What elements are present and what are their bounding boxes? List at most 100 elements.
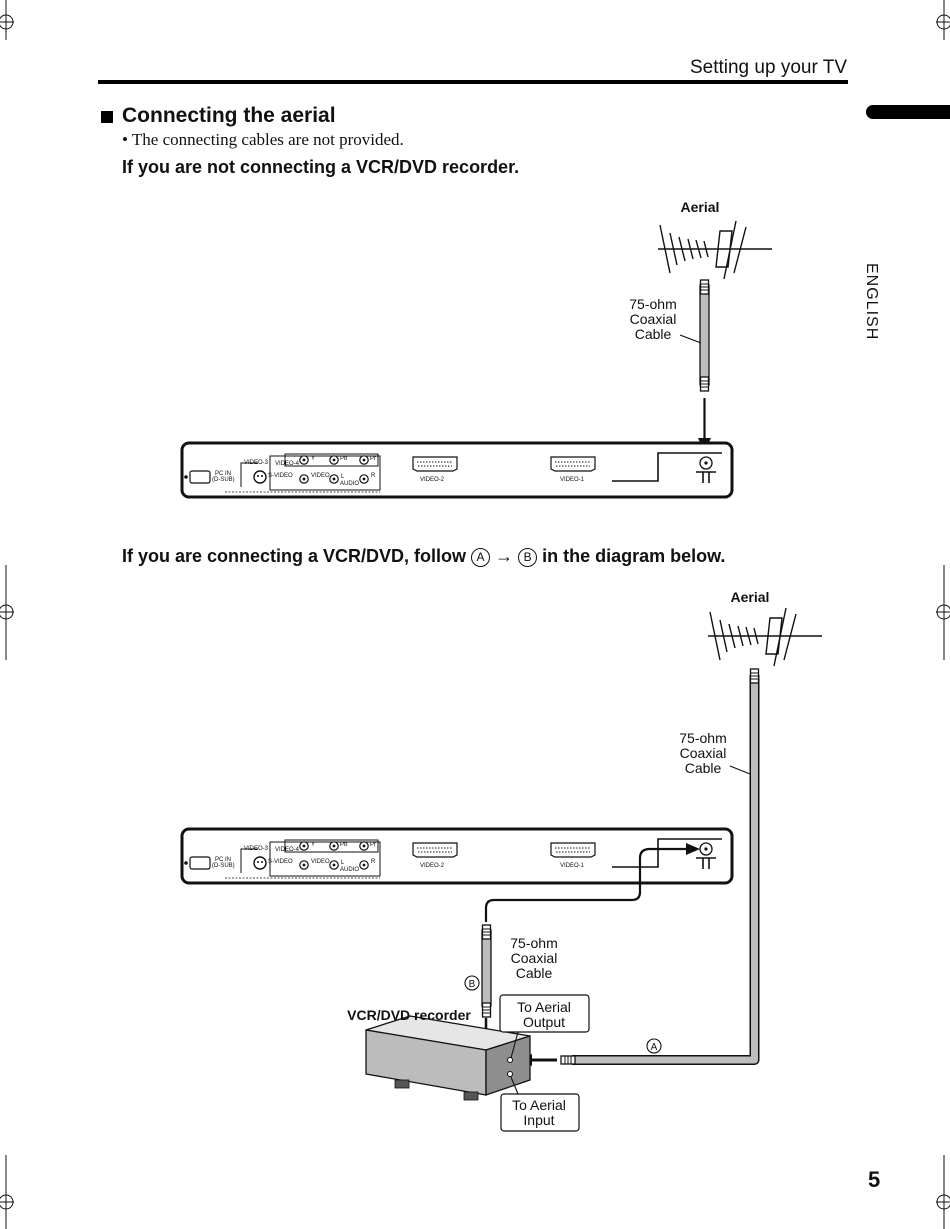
section-bullet	[101, 111, 113, 123]
pc-in-sub-label: (D-SUB)	[212, 477, 235, 483]
video1-scart-port-2	[550, 842, 596, 858]
header-rule	[98, 80, 848, 84]
s-video-port-2	[253, 856, 267, 870]
arrow-to-tv-icon	[686, 843, 700, 855]
cable-a-label-line2: Coaxial	[680, 745, 727, 761]
y-jack	[299, 455, 309, 465]
video3-label: VIDEO-3	[244, 460, 269, 466]
video1-label-2: VIDEO-1	[560, 863, 585, 869]
pb-label-2: Pb	[340, 842, 348, 848]
pb-jack-2	[329, 841, 339, 851]
cable-leader-line	[679, 334, 702, 344]
video2-scart-port	[412, 456, 458, 472]
cable-a-plug-top	[749, 668, 760, 684]
cable-b-plug-bottom	[481, 1002, 492, 1018]
audio-l-jack	[329, 474, 339, 484]
audio-r-jack-2	[359, 860, 369, 870]
tv-rear-panel-2: PC IN (D-SUB) VIDEO-3 VIDEO-4 Y Pb Pr S-…	[180, 827, 734, 885]
s-video-label-2: S-VIDEO	[268, 859, 293, 865]
cable-a-label-line1: 75-ohm	[679, 730, 726, 746]
cable-label-line3: Cable	[635, 326, 672, 342]
cable-label-line1: 75-ohm	[629, 296, 676, 312]
audio-r-label: R	[371, 473, 376, 479]
y-jack-2	[299, 841, 309, 851]
cable-b-plug-top	[481, 924, 492, 940]
pc-in-port-2	[189, 856, 211, 870]
pr-label: Pr	[370, 456, 376, 462]
case2-heading-pre: If you are connecting a VCR/DVD, follow	[122, 546, 472, 566]
y-label: Y	[311, 456, 315, 462]
to-aerial-output-line2: Output	[523, 1014, 565, 1030]
to-aerial-output-line1: To Aerial	[517, 999, 571, 1015]
cable-a	[572, 675, 758, 1064]
running-header: Setting up your TV	[689, 57, 847, 78]
marker-a-diagram: A	[651, 1042, 658, 1053]
case1-heading: If you are not connecting a VCR/DVD reco…	[122, 157, 520, 177]
video2-label: VIDEO-2	[420, 477, 445, 483]
video3-label-2: VIDEO-3	[244, 846, 269, 852]
audio-label: AUDIO	[340, 481, 359, 487]
aerial-antenna-icon	[657, 220, 773, 280]
vcr-recorder-icon	[365, 1015, 531, 1101]
marker-b-circle	[464, 975, 480, 991]
video-jack	[299, 474, 309, 484]
marker-a-circle	[646, 1038, 662, 1054]
audio-r-jack	[359, 474, 369, 484]
arrow-glyph: →	[495, 546, 514, 566]
section-title: Connecting the aerial	[122, 104, 336, 127]
tv-rear-panel: PC IN (D-SUB) VIDEO-3 VIDEO-4 Y Pb Pr S-…	[180, 441, 734, 499]
pb-jack	[329, 455, 339, 465]
pc-in-port	[189, 470, 211, 484]
s-video-label: S-VIDEO	[268, 473, 293, 479]
to-aerial-input-line1: To Aerial	[512, 1097, 566, 1113]
page-number: 5	[868, 1167, 881, 1192]
marker-b-diagram: B	[469, 979, 476, 990]
s-video-port	[253, 470, 267, 484]
audio-label-2: AUDIO	[340, 867, 359, 873]
to-aerial-input-line2: Input	[523, 1112, 554, 1128]
coaxial-cable	[699, 284, 710, 386]
aerial-label: Aerial	[681, 199, 720, 215]
case2-heading-post: in the diagram below.	[537, 546, 726, 566]
aerial-label-2: Aerial	[731, 589, 770, 605]
cable-label-line2: Coaxial	[630, 311, 677, 327]
pb-label: Pb	[340, 456, 348, 462]
video1-scart-port	[550, 456, 596, 472]
video1-label: VIDEO-1	[560, 477, 585, 483]
video4-label: VIDEO-4	[275, 461, 300, 467]
audio-l-jack-2	[329, 860, 339, 870]
to-aerial-output-box	[499, 994, 590, 1033]
aerial-antenna-icon-2	[707, 607, 823, 667]
aerial-symbol-icon	[696, 471, 716, 483]
video4-label-2: VIDEO-4	[275, 847, 300, 853]
audio-r-label-2: R	[371, 859, 376, 865]
cables-note: • The connecting cables are not provided…	[122, 130, 404, 149]
vcr-input-jack	[507, 1057, 513, 1063]
video-label: VIDEO	[311, 473, 330, 479]
cable-a-label-line3: Cable	[685, 760, 722, 776]
aerial-symbol-icon-2	[696, 857, 716, 869]
cable-b-label-line1: 75-ohm	[510, 935, 557, 951]
case2-heading: If you are connecting a VCR/DVD, follow …	[122, 546, 725, 567]
video2-scart-port-2	[412, 842, 458, 858]
side-tab	[866, 105, 950, 119]
vcr-recorder-label: VCR/DVD recorder	[347, 1007, 471, 1023]
cable-a-plug-end	[560, 1055, 576, 1065]
pr-jack	[359, 455, 369, 465]
cable-b-label-line2: Coaxial	[511, 950, 558, 966]
cable-plug-bottom	[699, 376, 710, 392]
cable-b	[481, 929, 492, 1007]
diagram-no-vcr: Aerial 75-ohm Coaxial Cable PC IN (D-SUB…	[180, 199, 773, 499]
diagram-with-vcr: Aerial 75-ohm Coaxial Cable A PC IN (D-S…	[180, 589, 823, 1132]
pc-in-sub-label-2: (D-SUB)	[212, 863, 235, 869]
language-label: ENGLISH	[863, 263, 880, 341]
marker-b: B	[518, 548, 538, 567]
pr-label-2: Pr	[370, 842, 376, 848]
pc-in-label-2: PC IN	[215, 857, 231, 863]
cable-b-label-line3: Cable	[516, 965, 553, 981]
pc-in-label: PC IN	[215, 471, 231, 477]
video-jack-2	[299, 860, 309, 870]
audio-l-label-2: L	[341, 860, 345, 866]
